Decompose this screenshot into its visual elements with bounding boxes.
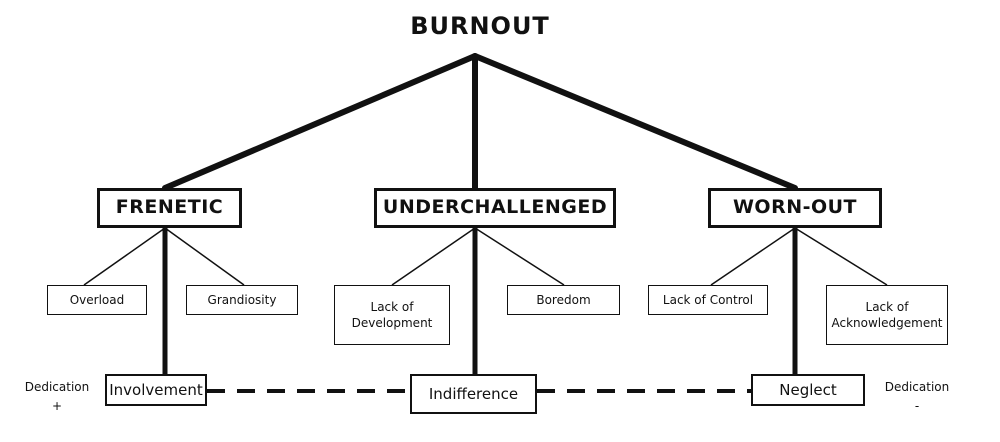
- category-frenetic: FRENETIC: [97, 188, 242, 228]
- dedication-plus-label: Dedication +: [14, 378, 100, 416]
- outcome-indifference: Indifference: [410, 374, 537, 414]
- cause-grandiosity: Grandiosity: [186, 285, 298, 315]
- diagram-title: BURNOUT: [410, 12, 550, 40]
- category-underchallenged: UNDERCHALLENGED: [374, 188, 616, 228]
- outcome-neglect: Neglect: [751, 374, 865, 406]
- connector-underchallenged-development: [391, 227, 476, 286]
- connector-underchallenged-boredom: [474, 227, 565, 286]
- connector-root-wornout: [472, 53, 798, 191]
- connector-wornout-acknowledgement: [794, 227, 888, 286]
- dedication-plus-sign: +: [51, 399, 63, 414]
- connector-frenetic-overload: [83, 227, 166, 286]
- cause-lack-of-development: Lack of Development: [334, 285, 450, 345]
- dedication-plus-text: Dedication: [24, 380, 90, 394]
- connector-root-frenetic: [162, 53, 478, 191]
- cause-overload: Overload: [47, 285, 147, 315]
- cause-boredom: Boredom: [507, 285, 620, 315]
- cause-lack-of-control: Lack of Control: [648, 285, 768, 315]
- outcome-involvement: Involvement: [105, 374, 207, 406]
- category-worn-out: WORN-OUT: [708, 188, 882, 228]
- dedication-minus-label: Dedication -: [874, 378, 960, 416]
- dedication-minus-text: Dedication: [884, 380, 950, 394]
- cause-lack-of-acknowledgement: Lack of Acknowledgement: [826, 285, 948, 345]
- connector-frenetic-grandiosity: [164, 227, 245, 286]
- connector-wornout-control: [710, 227, 796, 286]
- dedication-minus-sign: -: [914, 399, 920, 414]
